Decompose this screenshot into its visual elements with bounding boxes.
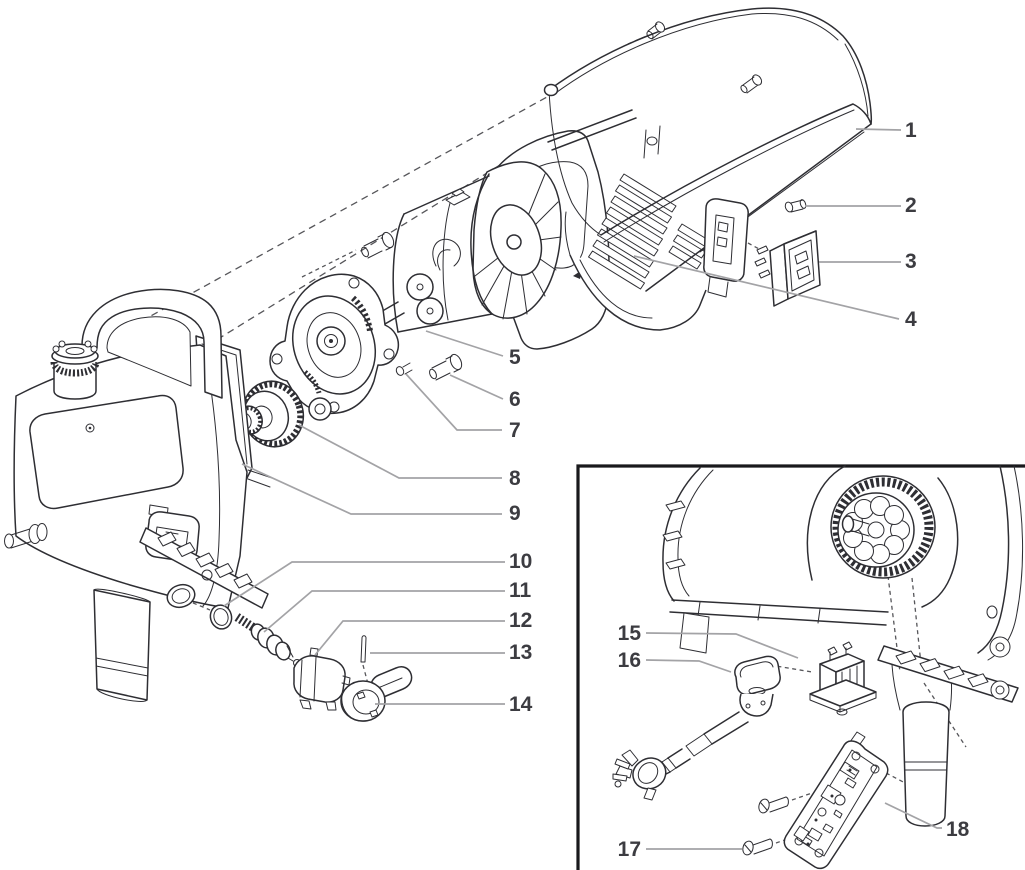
- sprayer-body-drawing: [4, 288, 273, 702]
- pcb-screw-a-drawing: [758, 792, 813, 814]
- leader-4: [633, 255, 900, 320]
- callout-6: 6: [509, 388, 521, 411]
- micro-switch-drawing: [809, 641, 877, 716]
- leader-1: [855, 128, 902, 131]
- pcb-screw-b-drawing: [742, 835, 797, 856]
- callout-12: 12: [509, 609, 532, 632]
- leader-6: [449, 374, 504, 400]
- callout-14: 14: [509, 693, 533, 716]
- callout-2: 2: [905, 194, 917, 217]
- mounting-rail-drawing: [139, 527, 269, 609]
- switch-housing-drawing: [703, 198, 749, 298]
- inset-border: [576, 464, 1025, 870]
- callout-labels: 1 2 3 4 5 6 7 8 9 10 11 12 13 14 15 16 1…: [509, 119, 970, 861]
- leader-9: [241, 463, 502, 515]
- electric-motor-drawing: [368, 161, 562, 333]
- inset-panel: [576, 464, 1025, 870]
- callout-10: 10: [509, 550, 532, 573]
- gearbox-front-cover-drawing: [269, 273, 400, 421]
- callout-8: 8: [509, 467, 521, 490]
- oil-cap-drawing: [50, 340, 100, 400]
- motor-bolt-drawing: [429, 353, 463, 381]
- leader-7: [405, 373, 502, 431]
- callout-3: 3: [905, 250, 917, 273]
- o-ring-drawing: [209, 604, 233, 630]
- cover-screw-drawing: [784, 199, 807, 213]
- callout-1: 1: [905, 119, 917, 142]
- leader-8: [298, 424, 502, 479]
- callout-17: 17: [618, 838, 641, 861]
- callout-5: 5: [509, 346, 521, 369]
- valve-housing-drawing: [293, 647, 351, 711]
- callout-13: 13: [509, 641, 532, 664]
- callout-16: 16: [618, 649, 641, 672]
- cover-screw-a-drawing: [646, 21, 666, 40]
- set-screw-drawing: [395, 362, 413, 376]
- leader-10: [223, 561, 505, 607]
- callout-9: 9: [509, 502, 521, 525]
- leader-18: [884, 802, 942, 829]
- pump-cylinder-drawing: [93, 588, 151, 702]
- power-cord-drawing: [612, 655, 781, 801]
- callout-7: 7: [509, 419, 521, 442]
- motor-bolt-2-drawing: [361, 231, 395, 259]
- callout-11: 11: [509, 579, 532, 602]
- cover-screw-b-drawing: [740, 74, 763, 94]
- carry-handle-drawing: [81, 288, 223, 399]
- leader-5: [425, 330, 504, 357]
- valve-knob-drawing: [340, 666, 413, 722]
- pump-stub-drawing: [902, 701, 950, 827]
- valve-port-drawing: [166, 583, 196, 609]
- callout-18: 18: [946, 818, 970, 841]
- front-window-drawing: [29, 394, 184, 510]
- prime-valve-drawing: [234, 613, 301, 667]
- motor-cover-drawing: [543, 7, 873, 292]
- leader-12: [314, 620, 505, 656]
- gearbox-rear-drawing: [662, 465, 1024, 800]
- callout-15: 15: [618, 622, 642, 645]
- leader-16: [645, 659, 732, 673]
- leader-15: [645, 632, 799, 659]
- large-gear-drawing: [830, 475, 936, 579]
- groove-pin-drawing: [360, 635, 367, 663]
- inset-rail-drawing: [877, 645, 1019, 703]
- callout-4: 4: [905, 308, 917, 331]
- outlet-fitting-drawing: [4, 523, 48, 549]
- plug-drawing: [612, 749, 667, 801]
- callout-leaders: [223, 128, 942, 850]
- leader-11: [263, 590, 505, 633]
- power-switch-drawing: [754, 230, 821, 307]
- circuit-board-drawing: [783, 731, 889, 870]
